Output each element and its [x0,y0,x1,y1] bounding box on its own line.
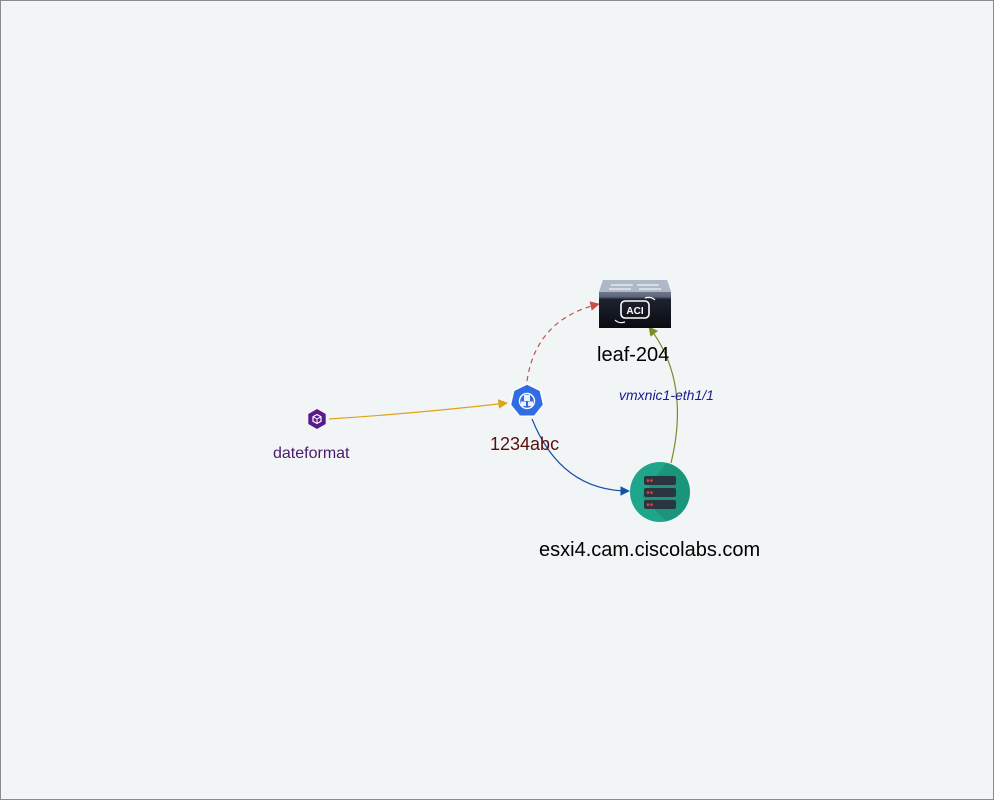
edge-pod-to-leaf[interactable] [526,301,600,382]
node-label-esxi: esxi4.cam.ciscolabs.com [539,539,761,561]
node-label-dateformat: dateformat [273,445,350,462]
kubernetes-pod-icon[interactable] [509,383,545,418]
aci-switch-icon[interactable]: ACI [599,280,671,328]
edge-dateformat-to-pod[interactable] [328,399,508,420]
edge-label-vmxnic: vmxnic1-eth1/1 [619,387,714,403]
edge-esxi-to-leaf[interactable] [648,326,679,464]
server-icon[interactable] [630,462,690,522]
node-label-pod: 1234abc [490,434,560,454]
edge-pod-to-esxi[interactable] [531,418,630,496]
node-label-leaf: leaf-204 [597,344,670,366]
container-icon[interactable] [308,409,326,429]
aci-badge-text: ACI [626,306,643,317]
